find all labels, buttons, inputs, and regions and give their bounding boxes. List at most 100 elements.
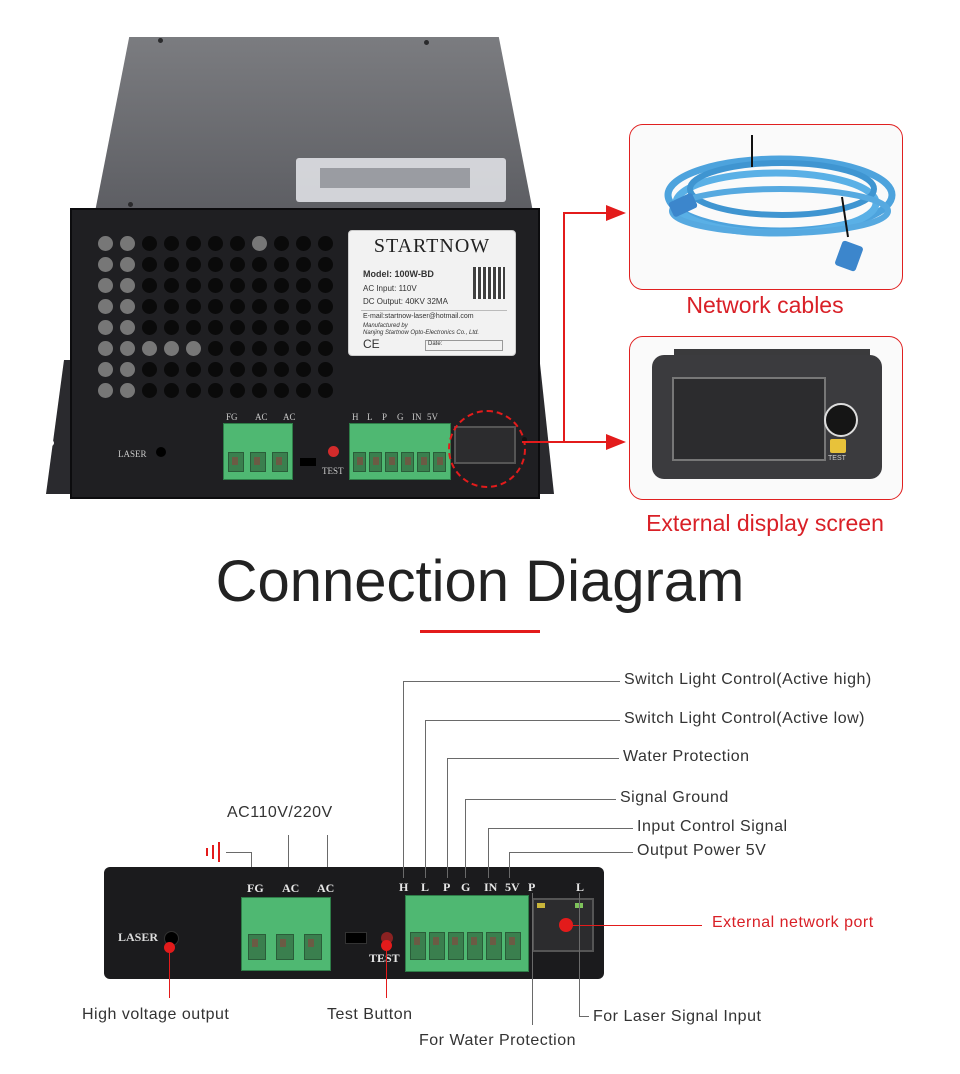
leader-line	[288, 835, 289, 880]
vent-hole	[296, 278, 311, 293]
vent-hole	[142, 236, 157, 251]
screw	[522, 437, 527, 442]
vent-hole	[296, 362, 311, 377]
pin-label-fg: FG	[226, 412, 238, 422]
leader-line	[403, 681, 404, 878]
vent-hole	[230, 236, 245, 251]
terminal-screw	[353, 452, 366, 472]
protective-film-window	[320, 168, 470, 188]
model-text: Model: 100W-BD	[363, 269, 434, 279]
vent-hole	[252, 341, 267, 356]
callout-label: Switch Light Control(Active low)	[624, 710, 865, 727]
test-label: TEST	[369, 951, 400, 965]
vent-hole	[98, 257, 113, 272]
vent-hole	[208, 236, 223, 251]
vent-hole	[120, 257, 135, 272]
connector-line	[563, 441, 611, 443]
vent-hole	[274, 320, 289, 335]
leader-line	[447, 758, 619, 759]
pin-label-p: P	[443, 880, 451, 894]
power-group-label: AC110V/220V	[227, 804, 333, 821]
terminal-screw	[429, 932, 445, 960]
vent-hole	[230, 299, 245, 314]
vent-hole	[120, 299, 135, 314]
laser-label: LASER	[118, 930, 159, 944]
vent-hole	[318, 383, 333, 398]
vent-hole	[230, 278, 245, 293]
leader-line	[465, 799, 466, 878]
callout-label: Output Power 5V	[637, 842, 767, 859]
vent-hole	[98, 320, 113, 335]
vent-hole	[296, 320, 311, 335]
screw	[424, 40, 429, 45]
vent-hole	[252, 257, 267, 272]
vent-hole	[208, 383, 223, 398]
vent-hole	[142, 362, 157, 377]
vent-hole	[120, 341, 135, 356]
pin-label-l: L	[421, 880, 430, 894]
manufacturer-name: Nanjing Startnow Opto-Electronics Co., L…	[363, 330, 480, 336]
vent-hole	[296, 383, 311, 398]
vent-hole	[252, 236, 267, 251]
callout-high-voltage: High voltage output	[82, 1006, 230, 1023]
terminal-screw	[401, 452, 414, 472]
vent-hole	[186, 299, 201, 314]
terminal-screw	[369, 452, 382, 472]
callout-network-port: External network port	[712, 914, 874, 931]
laser-output-socket	[156, 447, 166, 457]
vent-hole	[164, 278, 179, 293]
vent-hole	[252, 320, 267, 335]
vent-hole	[274, 236, 289, 251]
pin-label-g: G	[461, 880, 471, 894]
marker-dot	[559, 918, 573, 932]
vent-hole	[120, 383, 135, 398]
vent-hole	[98, 362, 113, 377]
vent-hole	[120, 236, 135, 251]
vent-hole	[318, 278, 333, 293]
vent-hole	[120, 278, 135, 293]
leader-line	[579, 893, 580, 1017]
pin-label-ac: AC	[283, 412, 296, 422]
vent-hole	[208, 341, 223, 356]
leader-line-red	[572, 925, 702, 926]
vent-hole	[186, 278, 201, 293]
pin-label-l: L	[576, 880, 585, 894]
jumper-switch	[300, 458, 316, 466]
vent-hole	[164, 257, 179, 272]
accessory-card-network-cable	[629, 124, 903, 290]
signal-terminal-screws	[353, 452, 449, 472]
vent-hole	[186, 320, 201, 335]
vent-hole	[208, 299, 223, 314]
callout-test-button: Test Button	[327, 1006, 413, 1023]
vent-hole	[164, 236, 179, 251]
leader-line	[488, 828, 489, 878]
laser-label-photo: LASER	[118, 449, 147, 459]
pin-label-fg: FG	[247, 881, 264, 895]
dc-output-text: DC Output: 40KV 32MA	[363, 297, 448, 306]
vent-hole	[318, 299, 333, 314]
leader-line	[532, 893, 533, 1025]
terminal-screw	[467, 932, 483, 960]
vent-hole	[230, 383, 245, 398]
marker-dot	[164, 942, 175, 953]
test-button-photo	[328, 446, 339, 457]
vent-hole	[230, 320, 245, 335]
leader-line-red	[169, 948, 170, 998]
vent-hole	[98, 236, 113, 251]
vent-hole	[142, 299, 157, 314]
manufacturer-text: Manufactured by	[363, 323, 408, 329]
vent-hole	[318, 341, 333, 356]
vent-hole	[186, 236, 201, 251]
vent-hole	[318, 320, 333, 335]
connector-line	[563, 212, 611, 214]
highlight-circle	[448, 410, 526, 488]
vent-hole	[164, 383, 179, 398]
terminal-screw	[250, 452, 266, 472]
vent-hole	[186, 362, 201, 377]
vent-hole	[318, 257, 333, 272]
vent-hole	[98, 278, 113, 293]
vent-hole	[142, 341, 157, 356]
arrow-head-icon	[606, 205, 626, 221]
divider	[361, 310, 507, 311]
leader-line	[226, 852, 251, 853]
